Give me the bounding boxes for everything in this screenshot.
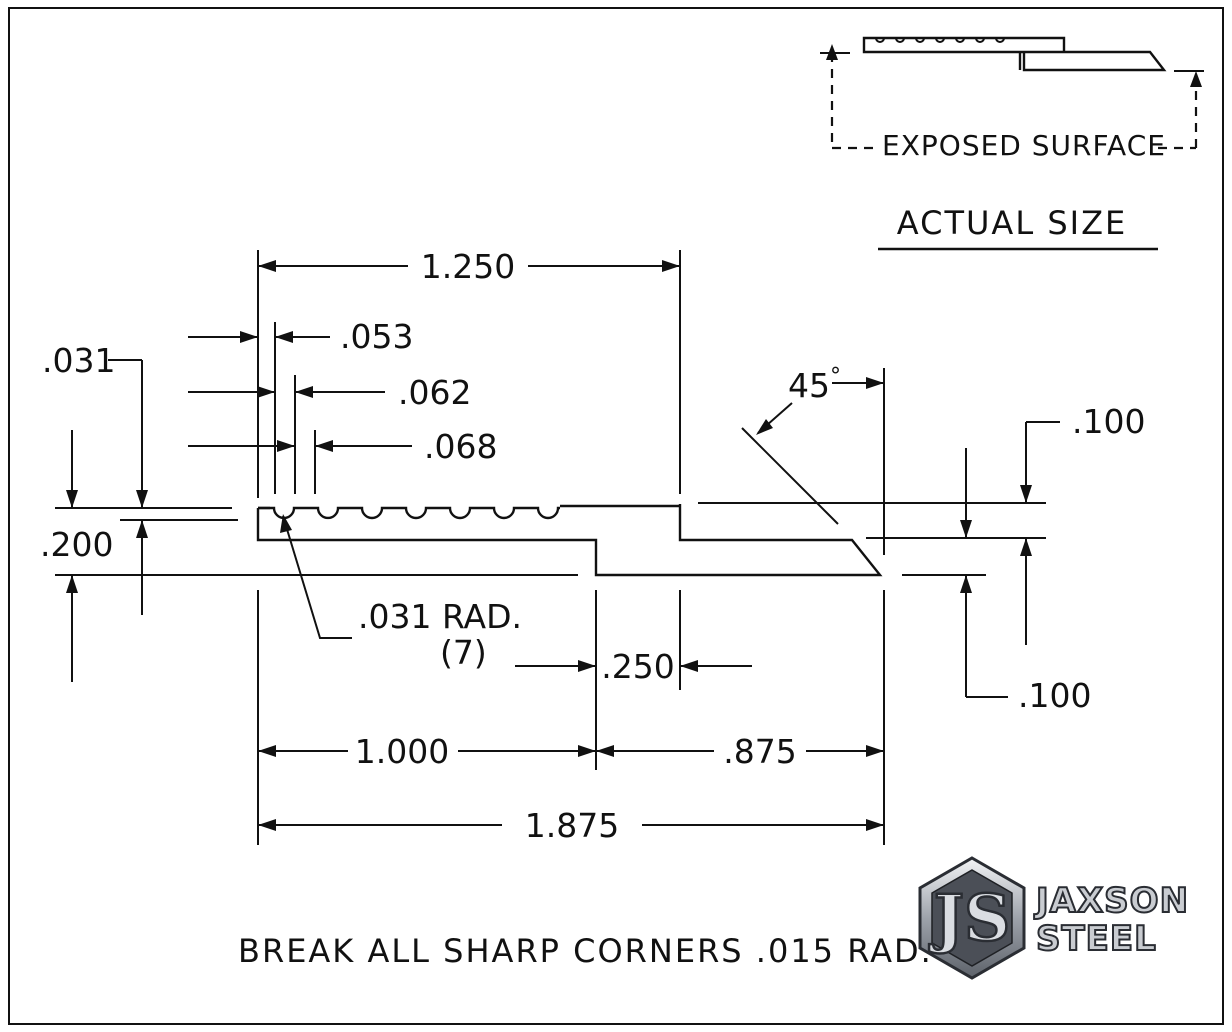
logo-word-steel: STEEL (1036, 919, 1157, 959)
extension-lines (55, 250, 1046, 845)
exposed-surface-inset: EXPOSED SURFACE (820, 36, 1204, 162)
dim-250-value: .250 (601, 647, 674, 686)
dim-875-value: .875 (723, 732, 796, 771)
dim-1875-value: 1.875 (525, 806, 619, 845)
dim-100-top-value: .100 (1072, 402, 1145, 441)
jaxson-steel-logo: JS JAXSON STEEL (918, 856, 1189, 980)
inset-profile (862, 36, 1167, 72)
dim-053-value: .053 (340, 317, 413, 356)
dim-031: .031 (42, 341, 148, 615)
radius-note-line1: .031 RAD. (358, 597, 522, 636)
dim-100-bottom: .100 (960, 538, 1091, 715)
groove-edge (258, 506, 560, 520)
angle-45: 45° (756, 364, 884, 435)
inset-grooves (868, 37, 1020, 43)
dim-1875: 1.875 (258, 806, 884, 845)
exposed-surface-label: EXPOSED SURFACE (882, 129, 1166, 162)
grooves (258, 506, 560, 520)
dim-031-value: .031 (42, 341, 115, 380)
dim-200: .200 (40, 525, 113, 682)
dim-200-value: .200 (40, 525, 113, 564)
dim-875: .875 (596, 732, 884, 771)
drawing-border (8, 7, 1224, 1025)
dim-062-value: .062 (398, 373, 471, 412)
dim-068-value: .068 (424, 427, 497, 466)
dim-100-top: .100 (960, 402, 1145, 538)
dim-250: .250 (515, 647, 752, 686)
actual-size-label: ACTUAL SIZE (897, 204, 1127, 242)
dim-1000-value: 1.000 (355, 732, 449, 771)
dim-068: .068 (188, 427, 497, 466)
radius-note-line2: (7) (440, 633, 487, 672)
logo-word-jaxson: JAXSON (1034, 881, 1189, 921)
inset-groove-edge (868, 37, 1020, 43)
dim-1000: 1.000 (258, 732, 596, 771)
angle-value: 45° (788, 364, 841, 405)
general-note: BREAK ALL SHARP CORNERS .015 RAD. (238, 932, 933, 970)
dim-100-bottom-value: .100 (1018, 676, 1091, 715)
dim-1250-value: 1.250 (421, 247, 515, 286)
logo-monogram: JS (929, 881, 1011, 956)
radius-callout: .031 RAD. (7) (280, 514, 522, 672)
dim-062: .062 (188, 373, 471, 412)
degree-sign: ° (830, 364, 841, 389)
dim-1250: 1.250 (258, 247, 680, 286)
part-profile (256, 504, 883, 577)
dim-053: .053 (188, 317, 413, 356)
